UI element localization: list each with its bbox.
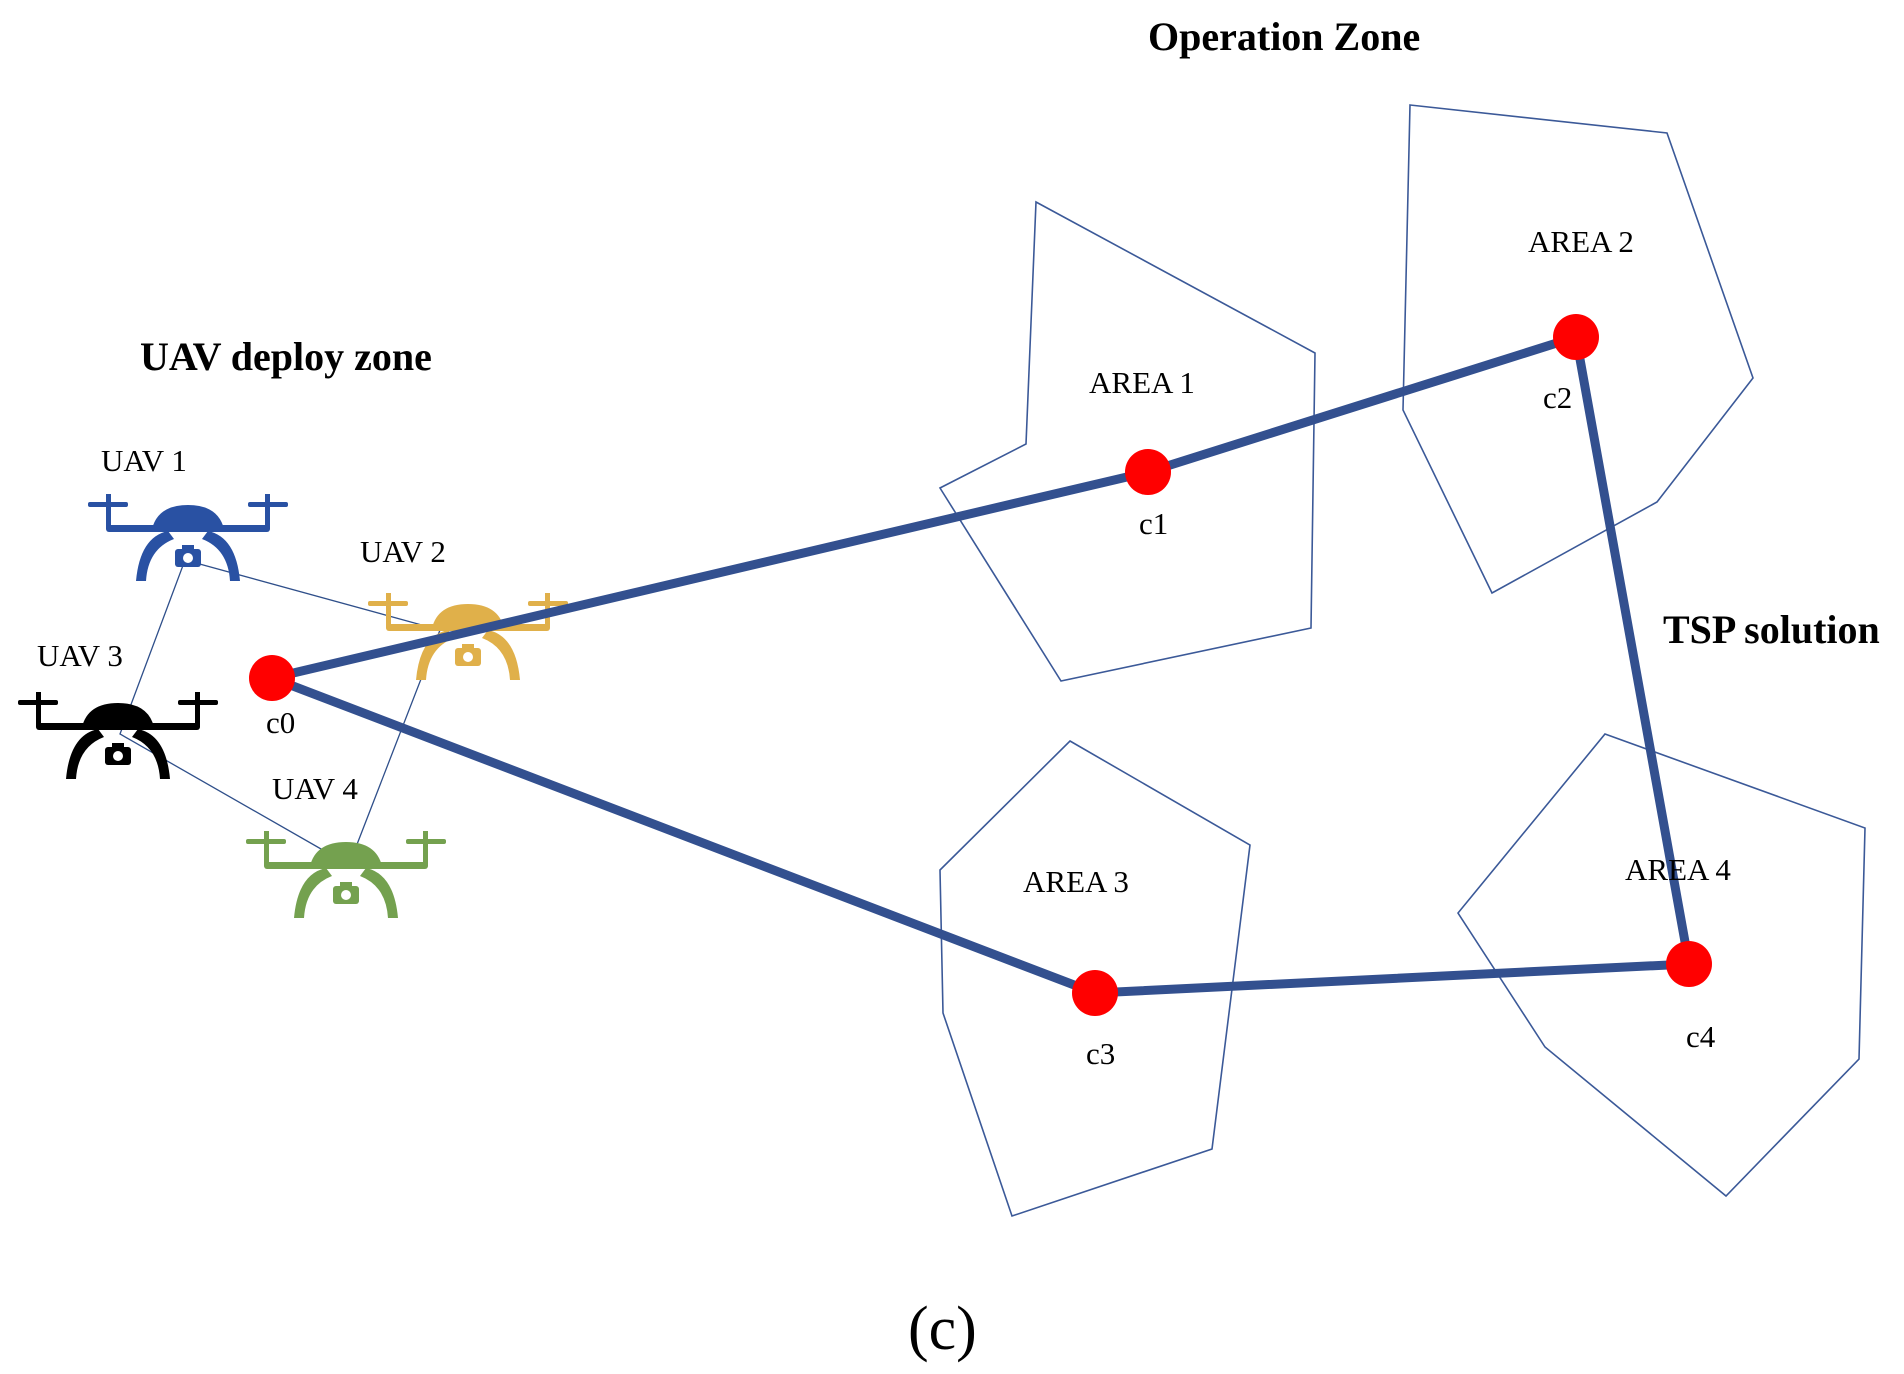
node-c3-label: c3 [1086, 1036, 1115, 1071]
tsp-route [267, 331, 1695, 998]
node-c3 [1072, 970, 1118, 1016]
area-3-outline [939, 740, 1251, 1218]
node-c2 [1553, 314, 1599, 360]
deploy-zone-heading: UAV deploy zone [140, 334, 432, 379]
node-c2-label: c2 [1543, 380, 1572, 415]
area-2-outline [1402, 104, 1754, 595]
area-1-label: AREA 1 [1089, 365, 1195, 400]
node-c4 [1666, 941, 1712, 987]
area-4-outline [1457, 733, 1866, 1198]
node-c0 [249, 655, 295, 701]
tsp-solution-heading: TSP solution [1663, 607, 1880, 652]
node-c0-label: c0 [266, 705, 295, 740]
uav-4-label: UAV 4 [272, 771, 358, 806]
uav-4-drone-icon [246, 831, 446, 918]
node-c4-label: c4 [1686, 1019, 1716, 1054]
area-1-outline [938, 200, 1316, 682]
uav-2-label: UAV 2 [360, 534, 446, 569]
area-3-label: AREA 3 [1023, 864, 1129, 899]
uav-3-label: UAV 3 [37, 638, 123, 673]
uav-3-drone-icon [18, 692, 218, 779]
uav-1-label: UAV 1 [101, 443, 187, 478]
operation-zone-heading: Operation Zone [1148, 14, 1420, 59]
node-c1 [1125, 449, 1171, 495]
area-4-label: AREA 4 [1625, 852, 1731, 887]
area-2-label: AREA 2 [1528, 224, 1634, 259]
uav-1-drone-icon [88, 494, 288, 581]
figure-caption: (c) [908, 1295, 977, 1363]
node-c1-label: c1 [1139, 506, 1168, 541]
